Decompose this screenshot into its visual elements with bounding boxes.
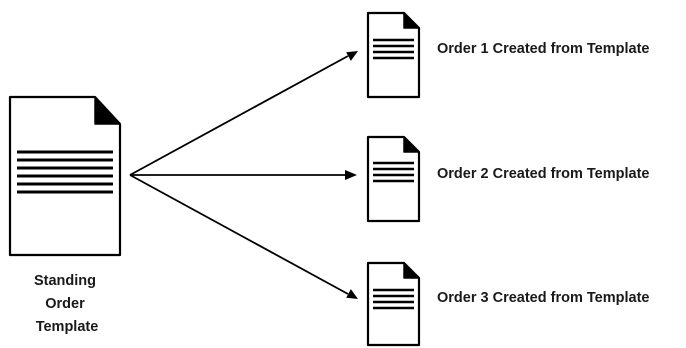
order-3-document-icon	[366, 261, 421, 347]
source-label-line-1: Standing	[34, 273, 96, 289]
order-1-document-icon	[366, 11, 421, 99]
arrow-to-order-3	[129, 174, 358, 299]
source-label-line-3: Template	[36, 319, 99, 335]
standing-order-template-document-icon	[8, 95, 122, 257]
arrow-to-order-1	[129, 51, 358, 176]
arrow-to-order-2	[130, 170, 357, 180]
source-label-line-2: Order	[45, 296, 85, 312]
order-2-document-icon	[366, 135, 421, 223]
order-3-label: Order 3 Created from Template	[437, 290, 649, 306]
order-2-label: Order 2 Created from Template	[437, 166, 649, 182]
source-label: Standing Order Template	[34, 273, 100, 335]
order-1-label: Order 1 Created from Template	[437, 41, 649, 57]
